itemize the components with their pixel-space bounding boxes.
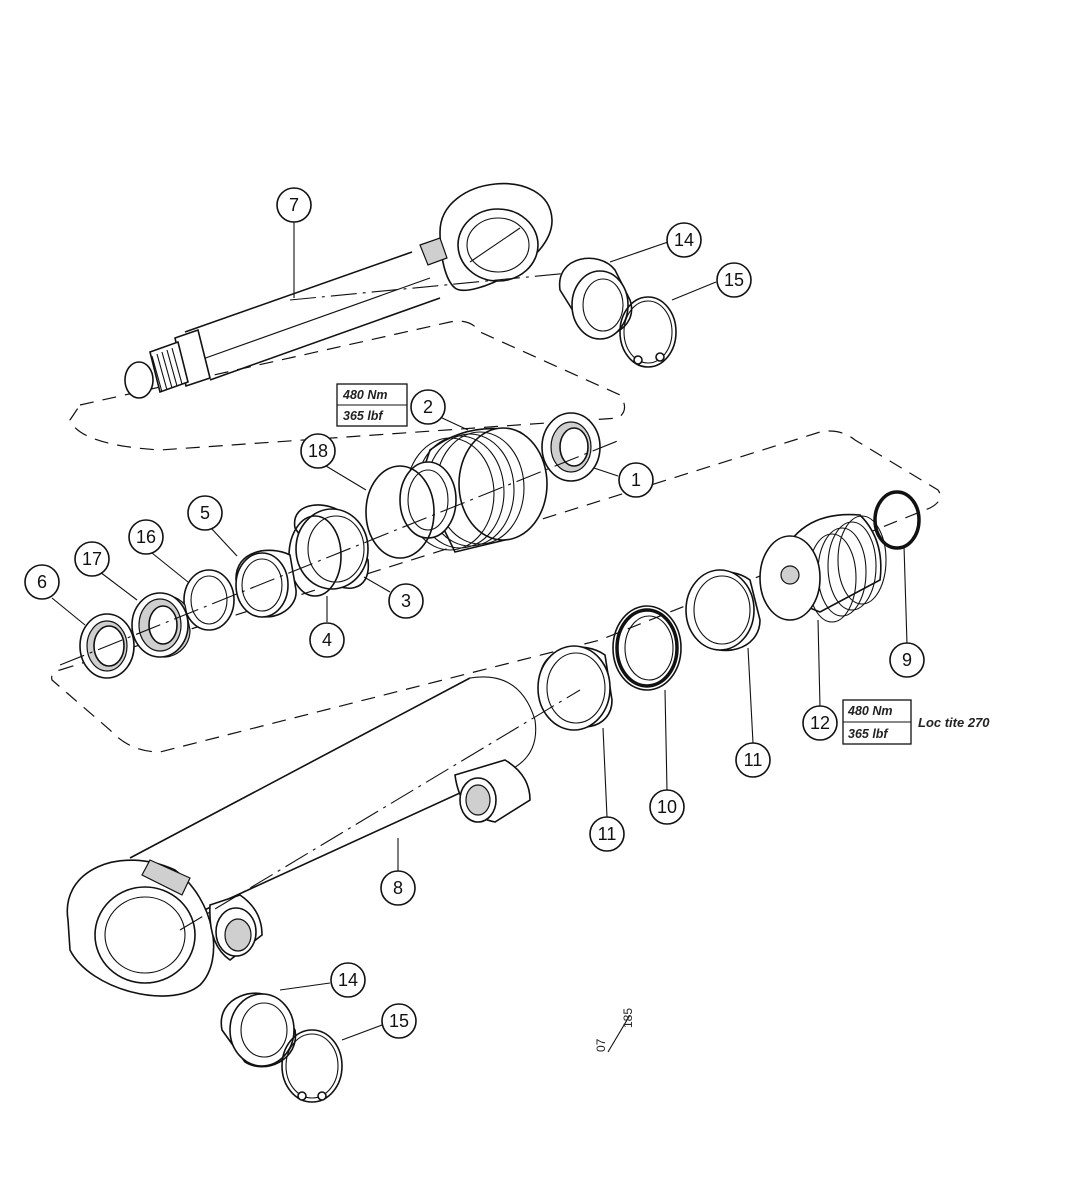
svg-text:11: 11: [598, 824, 617, 844]
cylinder-tube: [66, 676, 581, 997]
circlip-15-bottom: [281, 1029, 343, 1103]
svg-text:18: 18: [308, 441, 328, 461]
svg-text:10: 10: [657, 797, 677, 817]
svg-text:480 Nm: 480 Nm: [847, 704, 892, 718]
wear-ring-11-lower: [537, 645, 613, 731]
svg-text:365 lbf: 365 lbf: [343, 409, 384, 423]
rod-thread: [151, 347, 183, 393]
axis-rod-head: [59, 439, 621, 666]
callout-11-lower: 11: [589, 816, 625, 852]
ring-9: [873, 490, 921, 550]
callout-15-top: 15: [716, 262, 752, 298]
svg-text:17: 17: [82, 549, 102, 569]
callout-14-bottom: 14: [330, 962, 366, 998]
callout-5: 5: [187, 495, 223, 531]
circlip-15-top: [619, 296, 677, 368]
bushing-5: [235, 549, 297, 618]
seal-1: [541, 412, 601, 482]
svg-text:8: 8: [393, 878, 403, 898]
svg-text:16: 16: [136, 527, 156, 547]
drawing-reference: 07 185: [594, 1008, 635, 1053]
svg-text:14: 14: [674, 230, 694, 250]
bushing-14-bottom: [220, 992, 297, 1068]
seal-17: [131, 592, 191, 658]
svg-text:15: 15: [724, 270, 744, 290]
leader-lines: [51, 222, 908, 1041]
callout-18: 18: [300, 433, 336, 469]
seal-10: [612, 605, 682, 691]
svg-text:1: 1: [631, 470, 641, 490]
wear-ring-11-upper: [685, 569, 761, 652]
bushing-14-top: [559, 257, 633, 340]
callout-1: 1: [618, 462, 654, 498]
svg-text:07: 07: [594, 1038, 608, 1052]
svg-text:11: 11: [744, 750, 763, 770]
svg-text:2: 2: [423, 397, 433, 417]
callout-3: 3: [388, 583, 424, 619]
svg-text:7: 7: [289, 195, 299, 215]
callout-10: 10: [649, 789, 685, 825]
callout-6: 6: [24, 564, 60, 600]
callout-16: 16: [128, 519, 164, 555]
svg-text:4: 4: [322, 630, 332, 650]
callout-14-top: 14: [666, 222, 702, 258]
callout-12: 12: [802, 705, 838, 741]
svg-text:365 lbf: 365 lbf: [848, 727, 889, 741]
svg-text:14: 14: [338, 970, 358, 990]
torque-spec-head: 480 Nm 365 lbf: [336, 383, 408, 427]
callout-17: 17: [74, 541, 110, 577]
svg-text:15: 15: [389, 1011, 409, 1031]
svg-text:185: 185: [621, 1008, 635, 1028]
o-ring-18: [365, 465, 435, 559]
callout-11-upper: 11: [735, 742, 771, 778]
callout-8: 8: [380, 870, 416, 906]
piston: [759, 513, 887, 623]
callout-2: 2: [410, 389, 446, 425]
callout-9: 9: [889, 642, 925, 678]
callout-4: 4: [309, 622, 345, 658]
piston-rod: [124, 182, 601, 399]
svg-text:12: 12: [810, 713, 830, 733]
svg-text:9: 9: [902, 650, 912, 670]
callout-15-bottom: 15: [381, 1003, 417, 1039]
dashed-group-rod-head: [69, 320, 626, 451]
port-lower: [209, 894, 263, 961]
ring-16: [183, 569, 235, 631]
svg-text:5: 5: [200, 503, 210, 523]
port-upper: [454, 759, 531, 823]
backup-ring-3: [293, 504, 369, 590]
svg-text:6: 6: [37, 572, 47, 592]
note-loctite: Loc tite 270: [918, 715, 990, 730]
svg-text:480 Nm: 480 Nm: [342, 388, 387, 402]
wiper-6: [79, 613, 135, 679]
callout-7: 7: [276, 187, 312, 223]
svg-text:3: 3: [401, 591, 411, 611]
cylinder-head: [399, 427, 548, 553]
torque-spec-piston: 480 Nm 365 lbf: [842, 699, 912, 745]
